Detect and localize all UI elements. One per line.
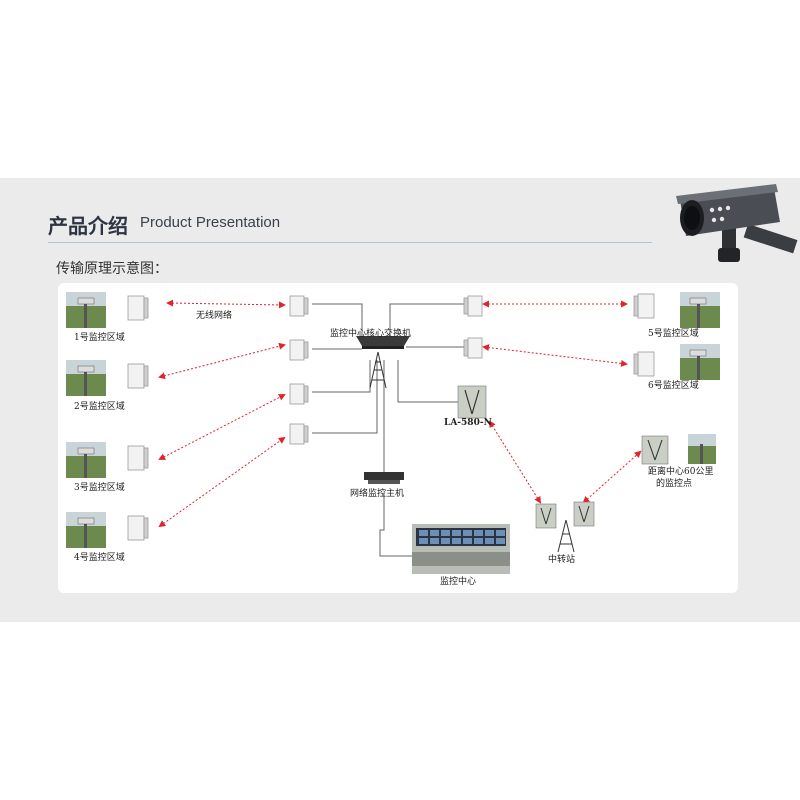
remote-site-photo xyxy=(688,434,716,464)
title-divider xyxy=(48,242,652,243)
core-switch-icon xyxy=(356,336,410,349)
wireless-label: 无线网络 xyxy=(196,311,233,321)
zone2-label: 2号监控区域 xyxy=(74,402,125,412)
zone4-photo xyxy=(66,512,106,548)
host-device-icon xyxy=(364,472,404,484)
zone5-photo xyxy=(680,292,720,328)
relay-station-label: 中转站 xyxy=(548,555,576,565)
diagram-subtitle: 传输原理示意图： xyxy=(56,261,168,277)
la580-label: LA-580-N xyxy=(444,418,492,428)
zone2-photo xyxy=(66,360,106,396)
zone5-label: 5号监控区域 xyxy=(648,329,699,339)
wireless-links xyxy=(158,299,642,528)
page-title-english: Product Presentation xyxy=(140,214,281,231)
security-camera-icon xyxy=(676,184,798,262)
page-title: 产品介绍 xyxy=(48,214,128,238)
remote-site-label-line2: 的监控点 xyxy=(656,479,693,489)
zone6-label: 6号监控区域 xyxy=(648,381,699,391)
zone3-photo xyxy=(66,442,106,478)
monitoring-center-photo xyxy=(412,524,510,574)
remote-site-device-icon xyxy=(641,435,669,465)
relay-station-icon xyxy=(535,501,595,553)
zone1-photo xyxy=(66,292,106,328)
zone-photos-right xyxy=(680,292,720,464)
wired-links xyxy=(312,303,468,557)
host-label: 网络监控主机 xyxy=(350,489,405,499)
zone1-label: 1号监控区域 xyxy=(74,333,125,343)
monitoring-center-label: 监控中心 xyxy=(440,577,477,587)
core-switch-label: 监控中心核心交换机 xyxy=(330,329,412,339)
zone3-label: 3号监控区域 xyxy=(74,483,125,493)
zone6-photo xyxy=(680,344,720,380)
remote-site-label-line1: 距离中心60公里 xyxy=(648,467,714,477)
tower-icon xyxy=(369,351,387,389)
zone4-label: 4号监控区域 xyxy=(74,553,125,563)
antennas xyxy=(127,293,655,541)
la580-device-icon xyxy=(457,385,487,419)
zone-photos-left xyxy=(66,292,106,548)
